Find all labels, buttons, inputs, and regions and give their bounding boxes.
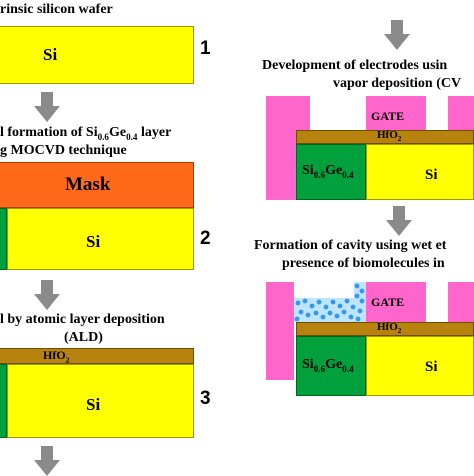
step2-silicon: Si — [7, 208, 194, 270]
step2-caption-sub1: 0.6 — [97, 131, 109, 142]
step5-hfo2-sub: 2 — [397, 327, 402, 336]
step4-sige-prefix: Si — [302, 163, 314, 178]
step1-caption: rinsic silicon wafer — [0, 2, 113, 17]
step2-caption-mid: Ge — [108, 125, 127, 140]
step2-caption-sub2: 0.4 — [126, 131, 138, 142]
step3-caption-line2: (ALD) — [64, 330, 103, 345]
step4-sige-sub2: 0.4 — [342, 169, 354, 180]
step2-caption-line1: l formation of Si0.6Ge0.4 layer — [0, 125, 171, 145]
step4-gate-label: GATE — [371, 109, 405, 123]
step5-sige-sub1: 0.6 — [313, 363, 326, 374]
step4-silicon: Si — [366, 144, 474, 200]
step5-hfo2-label: HfO2 — [377, 321, 401, 335]
step4-hfo2-prefix: HfO — [377, 129, 398, 141]
step4-hfo2-sub: 2 — [397, 135, 402, 144]
step1-si-label: Si — [43, 45, 58, 64]
step1-silicon-wafer: Si — [0, 26, 194, 84]
down-arrow-icon — [386, 206, 412, 236]
step3-sige-edge — [0, 364, 7, 438]
step5-caption-line1: Formation of cavity using wet et — [254, 238, 447, 253]
step3-hfo2-label: HfO2 — [43, 348, 70, 364]
step4-hfo2-layer: HfO2 — [296, 129, 474, 144]
step4-hfo2-label: HfO2 — [377, 129, 401, 143]
down-arrow-icon — [34, 92, 60, 122]
step5-si-label: Si — [425, 359, 438, 375]
down-arrow-icon — [34, 446, 60, 476]
step3-hfo2-layer: HfO2 — [0, 348, 194, 364]
step5-biomolecule-cavity — [294, 282, 366, 322]
step2-sige-edge — [0, 208, 7, 270]
step3-caption-line1: l by atomic layer deposition — [0, 312, 165, 327]
step3-hfo2-sub: 2 — [65, 355, 70, 365]
step2-mask-label: Mask — [65, 174, 111, 195]
step5-sige-label: Si0.6Ge0.4 — [302, 357, 354, 374]
step5-gate-label: GATE — [371, 295, 405, 309]
step5-left-electrode — [266, 282, 294, 380]
step5-hfo2-layer: HfO2 — [296, 321, 474, 336]
step3-hfo2-prefix: HfO — [43, 348, 66, 362]
step2-caption-prefix: l formation of Si — [0, 125, 98, 140]
step2-caption-line2: g MOCVD technique — [0, 143, 127, 158]
step2-number: 2 — [200, 228, 211, 249]
step5-sige-prefix: Si — [302, 357, 314, 372]
step5-gate-electrode: GATE — [366, 282, 426, 322]
step2-si-label: Si — [86, 232, 101, 251]
step3-silicon: Si — [7, 364, 194, 438]
step5-silicon: Si — [366, 336, 474, 396]
step4-gate-electrode: GATE — [366, 96, 426, 130]
step2-caption-suffix: layer — [137, 125, 172, 140]
step4-sige-mid: Ge — [325, 163, 343, 178]
step1-number: 1 — [200, 38, 211, 59]
down-arrow-icon — [34, 280, 60, 310]
step5-sige-region: Si0.6Ge0.4 — [296, 336, 366, 396]
step3-si-label: Si — [86, 395, 101, 414]
step4-si-label: Si — [425, 167, 438, 183]
down-arrow-icon — [384, 20, 410, 50]
step4-caption-line1: Development of electrodes usin — [262, 58, 448, 73]
step3-number: 3 — [200, 388, 211, 409]
step4-sige-label: Si0.6Ge0.4 — [302, 163, 354, 180]
step4-caption-line2: vapor deposition (CV — [333, 76, 462, 91]
step5-sige-mid: Ge — [325, 357, 343, 372]
step4-sige-region: Si0.6Ge0.4 — [296, 144, 366, 200]
step4-sige-sub1: 0.6 — [313, 169, 326, 180]
step5-hfo2-prefix: HfO — [377, 321, 398, 333]
step2-mask-layer: Mask — [0, 162, 194, 208]
step5-sige-sub2: 0.4 — [342, 363, 354, 374]
step5-caption-line2: presence of biomolecules in — [282, 256, 445, 271]
